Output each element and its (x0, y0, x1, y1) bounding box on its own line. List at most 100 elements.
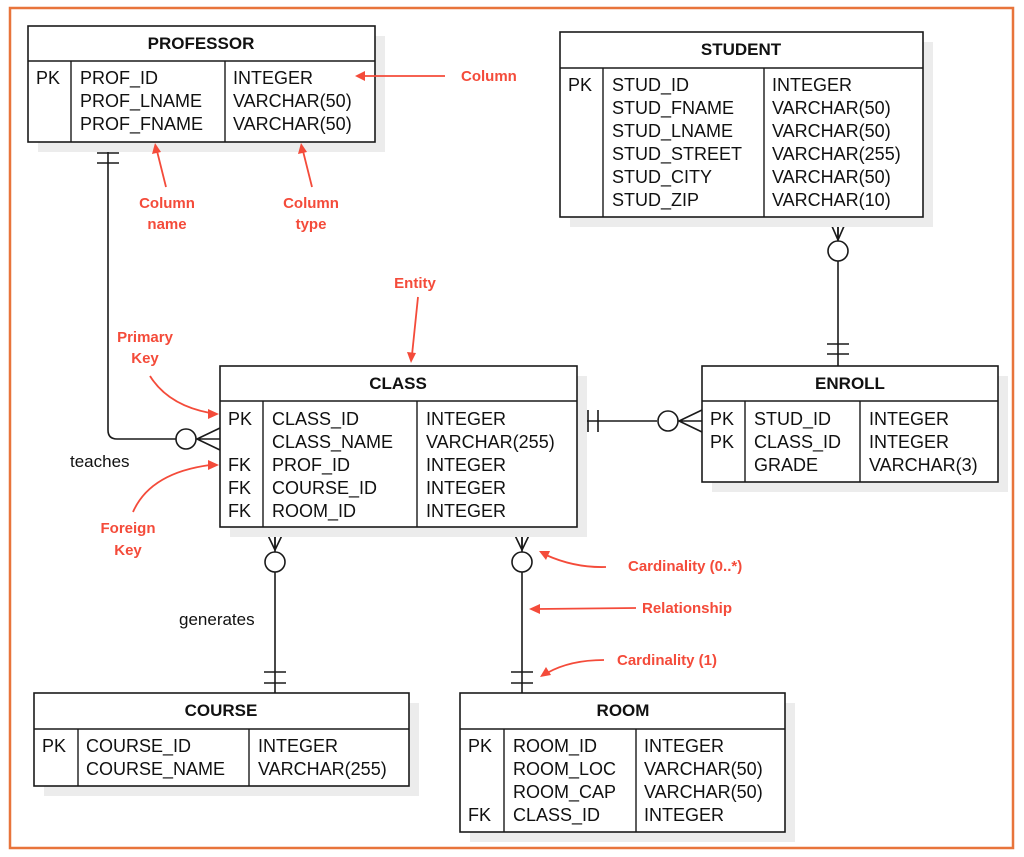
entity-row: GRADE VARCHAR(3) (754, 455, 978, 475)
annotation-relationship: Relationship (529, 600, 732, 617)
column-name: STUD_ID (754, 409, 831, 430)
annotation-label: Cardinality (1) (617, 652, 717, 669)
column-type: INTEGER (426, 409, 506, 429)
entity-student[interactable]: STUDENT PK STUD_ID INTEGER STUD_FNAME VARCHA… (559, 31, 933, 227)
column-type: VARCHAR(3) (869, 455, 978, 475)
column-type: INTEGER (772, 75, 852, 95)
entity-box (27, 25, 376, 143)
annotation-column-type: Column type (283, 143, 339, 233)
column-name: PROF_ID (272, 455, 350, 476)
entity-box (219, 365, 578, 528)
entity-row: PK STUD_ID INTEGER (568, 75, 852, 96)
annotation-label: Column (139, 195, 195, 212)
entity-row: FK ROOM_ID INTEGER (228, 501, 506, 522)
column-type: INTEGER (869, 409, 949, 429)
arrow-head-icon (407, 352, 416, 363)
entity-title: STUDENT (701, 40, 782, 59)
annotation-cardinality-one: Cardinality (1) (540, 652, 717, 677)
column-type: VARCHAR(255) (772, 144, 901, 164)
annotation-label: Primary (117, 329, 174, 346)
annotation-column: Column (355, 68, 517, 85)
cardinality-zero-circle (827, 240, 849, 262)
arrow-head-icon (539, 551, 550, 560)
column-name: STUD_ID (612, 75, 689, 96)
cardinality-zero-circle (264, 551, 286, 573)
column-name: GRADE (754, 455, 818, 475)
column-name: STUD_CITY (612, 167, 712, 188)
arrow-head-icon (355, 71, 365, 81)
column-type: INTEGER (644, 736, 724, 756)
column-name: COURSE_ID (86, 736, 191, 757)
column-name: PROF_FNAME (80, 114, 203, 135)
column-name: CLASS_NAME (272, 432, 393, 453)
annotation-arrow (411, 296, 419, 356)
column-type: VARCHAR(10) (772, 190, 891, 210)
entity-title: ROOM (597, 701, 650, 720)
key-badge: FK (228, 501, 251, 521)
annotation-label: Column (461, 68, 517, 85)
column-name: ROOM_ID (272, 501, 356, 522)
arrow-head-icon (208, 460, 219, 470)
annotation-label: Relationship (642, 600, 732, 617)
annotation-label: Entity (394, 275, 436, 292)
column-name: STUD_ZIP (612, 190, 699, 211)
column-type: INTEGER (426, 455, 506, 475)
relationship-generates (263, 526, 287, 693)
annotation-cardinality-many: Cardinality (0..*) (539, 551, 742, 575)
arrow-head-icon (298, 143, 307, 154)
key-badge: PK (468, 736, 492, 756)
column-type: VARCHAR(50) (644, 759, 763, 779)
column-name: PROF_ID (80, 68, 158, 89)
annotation-column-name: Column name (139, 143, 195, 233)
annotation-arrow (302, 150, 313, 188)
annotation-arrow (536, 607, 637, 610)
entity-row: STUD_ZIP VARCHAR(10) (612, 190, 891, 211)
key-badge: PK (710, 432, 734, 452)
key-badge: PK (710, 409, 734, 429)
entity-title: ENROLL (815, 374, 885, 393)
relationship-line (107, 142, 176, 440)
column-type: VARCHAR(50) (772, 98, 891, 118)
entity-room[interactable]: ROOM PK ROOM_ID INTEGER ROOM_LOC VARCHAR(50)… (459, 692, 795, 842)
entity-box (701, 365, 999, 483)
relationship-class-room (510, 526, 534, 693)
column-name: ROOM_LOC (513, 759, 616, 780)
column-type: INTEGER (644, 805, 724, 825)
annotation-arrow (149, 375, 211, 414)
key-badge: FK (468, 805, 491, 825)
entity-row: PK STUD_ID INTEGER (710, 409, 949, 430)
cardinality-zero-circle (511, 551, 533, 573)
column-name: ROOM_ID (513, 736, 597, 757)
column-name: COURSE_ID (272, 478, 377, 499)
annotation-label: Cardinality (0..*) (628, 558, 742, 575)
key-badge: PK (42, 736, 66, 756)
key-badge: PK (568, 75, 592, 95)
annotation-arrow (156, 150, 167, 188)
column-name: CLASS_ID (272, 409, 359, 430)
entity-row: ROOM_LOC VARCHAR(50) (513, 759, 763, 780)
column-type: INTEGER (426, 501, 506, 521)
annotation-label: Key (131, 350, 159, 367)
entity-row: PK CLASS_ID INTEGER (228, 409, 506, 430)
arrow-head-icon (208, 409, 219, 419)
column-name: ROOM_CAP (513, 782, 616, 803)
entity-title: COURSE (185, 701, 258, 720)
cardinality-zero-circle (175, 428, 197, 450)
column-name: STUD_FNAME (612, 98, 734, 119)
key-badge: PK (228, 409, 252, 429)
